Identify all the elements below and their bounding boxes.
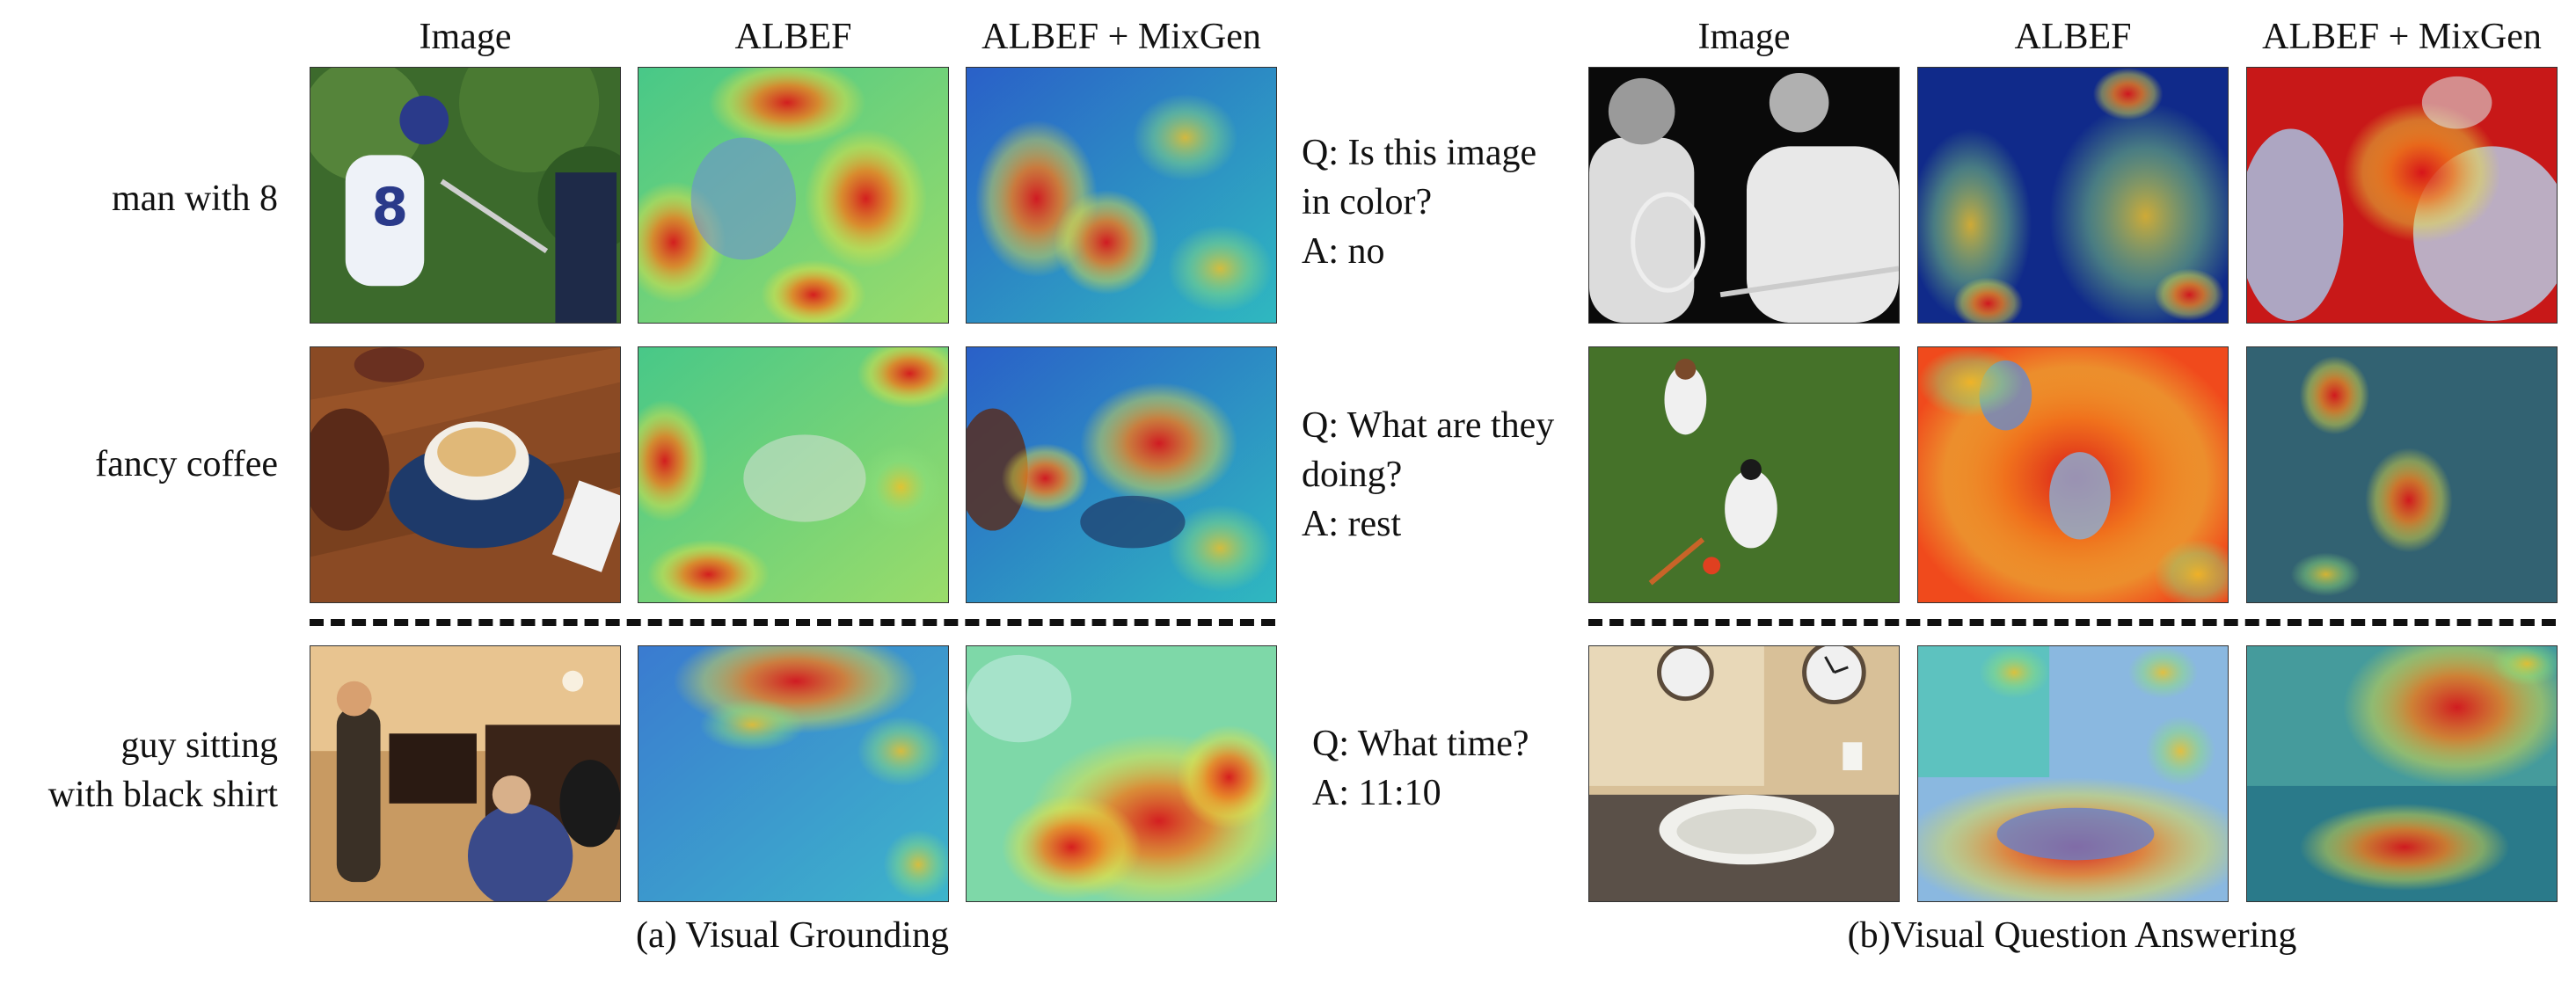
image-baseball-batter: 8 <box>310 67 621 324</box>
albef-heatmap-living-room <box>638 645 949 902</box>
right-header-image: Image <box>1697 17 1791 57</box>
mixgen-heatmap-bathroom <box>2246 645 2558 902</box>
row-label-3-line-2: with black shirt <box>47 775 278 815</box>
albef-heatmap-bathroom <box>1917 645 2229 902</box>
qa-1-answer: A: no <box>1302 231 1385 272</box>
qa-3-answer: A: 11:10 <box>1312 773 1441 813</box>
qa-3: Q: What time? A: 11:10 <box>1312 719 1576 818</box>
right-header-albef: ALBEF <box>2014 17 2132 57</box>
caption-vqa: (b)Visual Question Answering <box>1847 915 2297 956</box>
albef-heatmap-resting <box>1917 346 2229 603</box>
row-label-2: fancy coffee <box>95 444 278 484</box>
albef-heatmap-baseball <box>638 67 949 324</box>
image-tennis-bw <box>1588 67 1900 324</box>
left-header-albef-mixgen: ALBEF + MixGen <box>982 17 1261 57</box>
mixgen-heatmap-living-room <box>966 645 1277 902</box>
qa-1: Q: Is this image in color? A: no <box>1302 128 1583 276</box>
caption-visual-grounding: (a) Visual Grounding <box>636 915 949 956</box>
image-fancy-coffee <box>310 346 621 603</box>
mixgen-heatmap-resting <box>2246 346 2558 603</box>
qa-2-question-line-2: doing? <box>1302 455 1403 495</box>
qa-1-question-line-2: in color? <box>1302 182 1433 222</box>
right-dashed-separator <box>1588 619 2556 626</box>
left-header-albef: ALBEF <box>734 17 852 57</box>
svg-text:8: 8 <box>372 178 409 238</box>
qa-1-question-line-1: Q: Is this image <box>1302 133 1537 173</box>
qa-2-answer: A: rest <box>1302 504 1402 544</box>
right-header-albef-mixgen: ALBEF + MixGen <box>2262 17 2542 57</box>
row-label-1: man with 8 <box>112 178 278 219</box>
mixgen-heatmap-tennis <box>2246 67 2558 324</box>
left-dashed-separator <box>310 619 1275 626</box>
qa-2: Q: What are they doing? A: rest <box>1302 401 1583 549</box>
qa-3-question-line-1: Q: What time? <box>1312 724 1529 764</box>
row-label-3-line-1: guy sitting <box>120 725 278 766</box>
mixgen-heatmap-baseball <box>966 67 1277 324</box>
image-baseball-resting <box>1588 346 1900 603</box>
row-label-3: guy sitting with black shirt <box>18 721 278 819</box>
albef-heatmap-tennis <box>1917 67 2229 324</box>
image-bathroom-clock <box>1588 645 1900 902</box>
image-living-room-guitar <box>310 645 621 902</box>
left-header-image: Image <box>419 17 512 57</box>
qa-2-question-line-1: Q: What are they <box>1302 405 1555 446</box>
mixgen-heatmap-coffee <box>966 346 1277 603</box>
albef-heatmap-coffee <box>638 346 949 603</box>
